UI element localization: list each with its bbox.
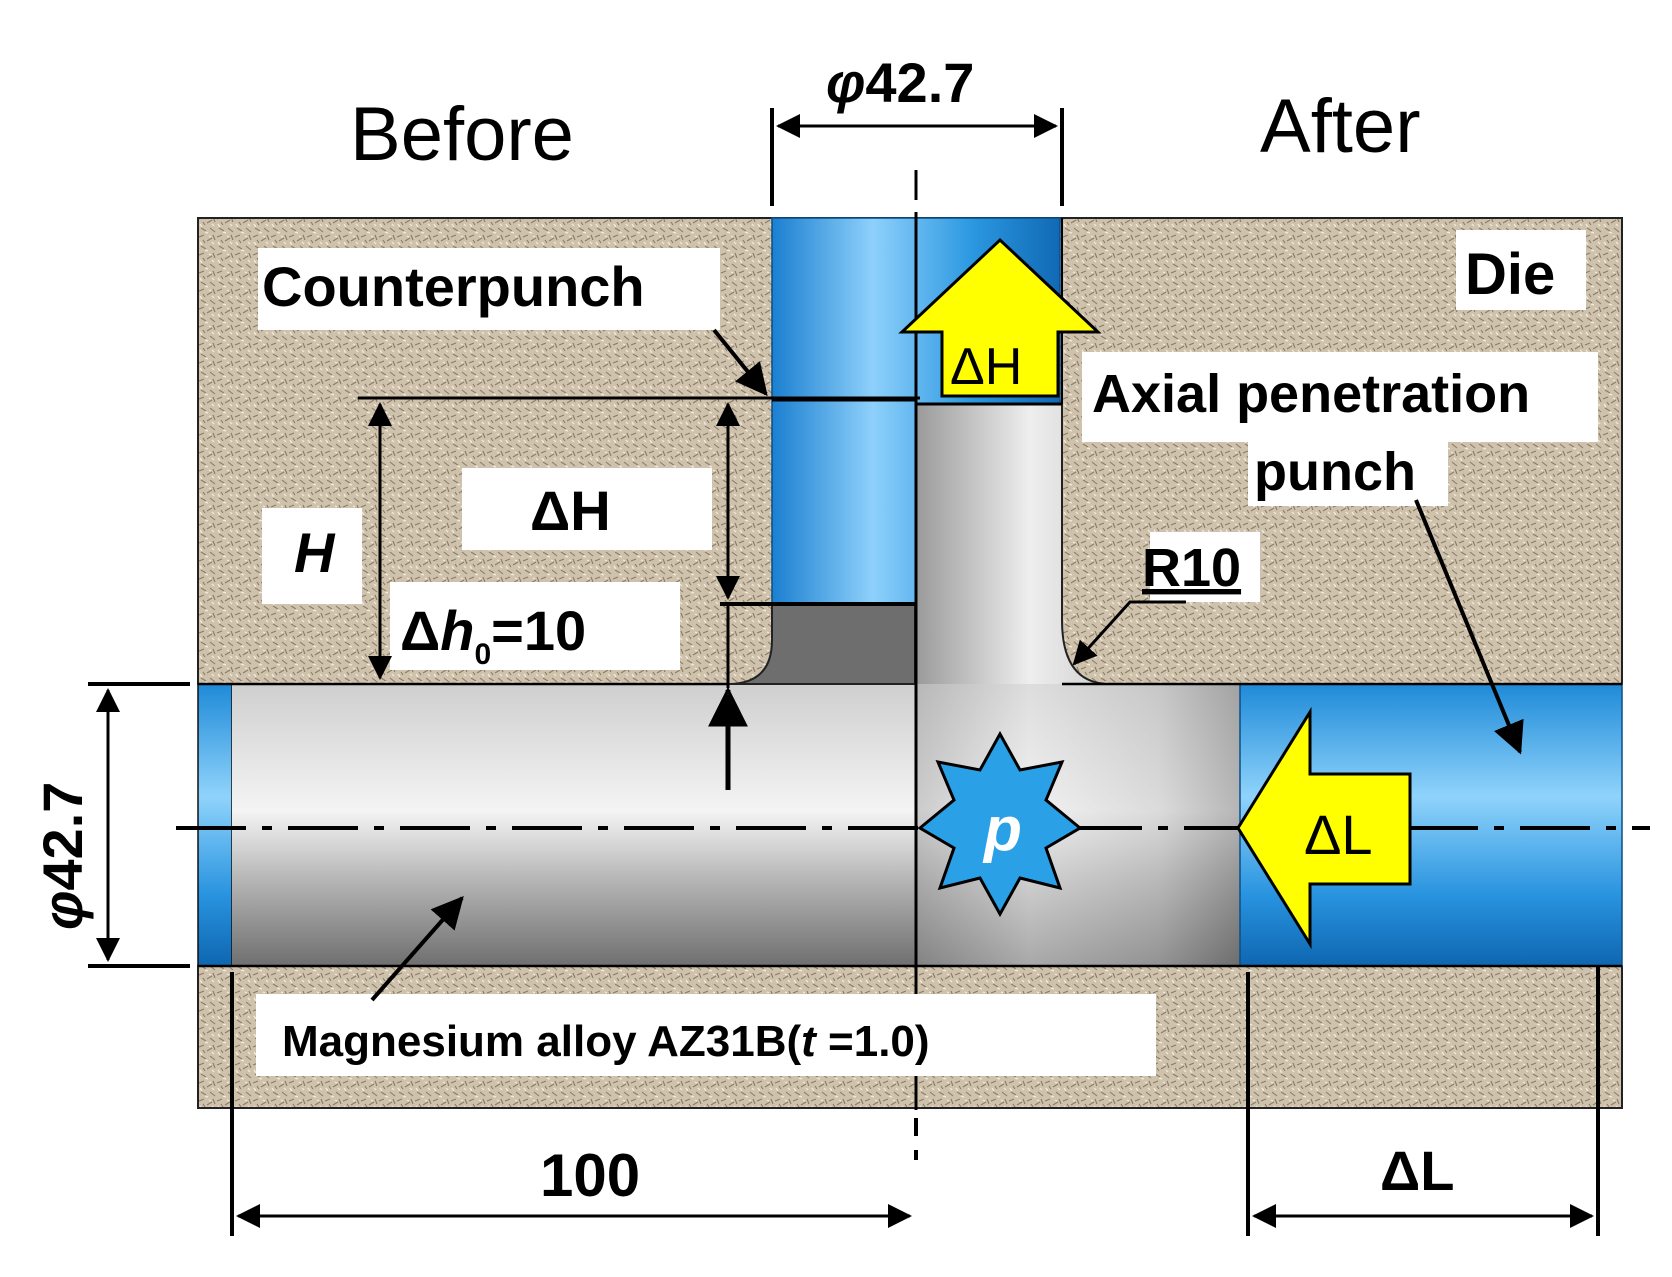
label-length: 100: [540, 1142, 640, 1209]
delta-l-arrow: [1236, 706, 1412, 950]
label-delta-h: ΔH: [530, 479, 611, 542]
label-delta-h-arrow: ΔH: [950, 338, 1022, 396]
label-axial-punch-1: Axial penetration: [1092, 364, 1530, 424]
label-pressure: p: [982, 795, 1022, 864]
pressure-star: [917, 730, 1083, 918]
label-height: H: [294, 521, 336, 584]
label-axial-punch-2: punch: [1254, 442, 1416, 502]
label-material: Magnesium alloy AZ31B(t =1.0): [282, 1017, 930, 1066]
label-delta-l: ΔL: [1380, 1139, 1454, 1202]
delta-h-arrow: [898, 237, 1102, 398]
tube-before: [232, 684, 916, 966]
label-radius: R10: [1142, 538, 1241, 598]
label-die: Die: [1465, 242, 1555, 307]
label-diameter-top: φ42.7: [826, 51, 974, 114]
label-delta-h0: Δh0=10: [400, 599, 586, 671]
label-after: After: [1260, 84, 1421, 169]
left-axial-punch: [197, 683, 233, 967]
label-delta-l-arrow: ΔL: [1304, 803, 1373, 866]
label-diameter-left: φ42.7: [31, 782, 94, 930]
label-counterpunch: Counterpunch: [262, 255, 645, 318]
label-before: Before: [350, 92, 574, 177]
